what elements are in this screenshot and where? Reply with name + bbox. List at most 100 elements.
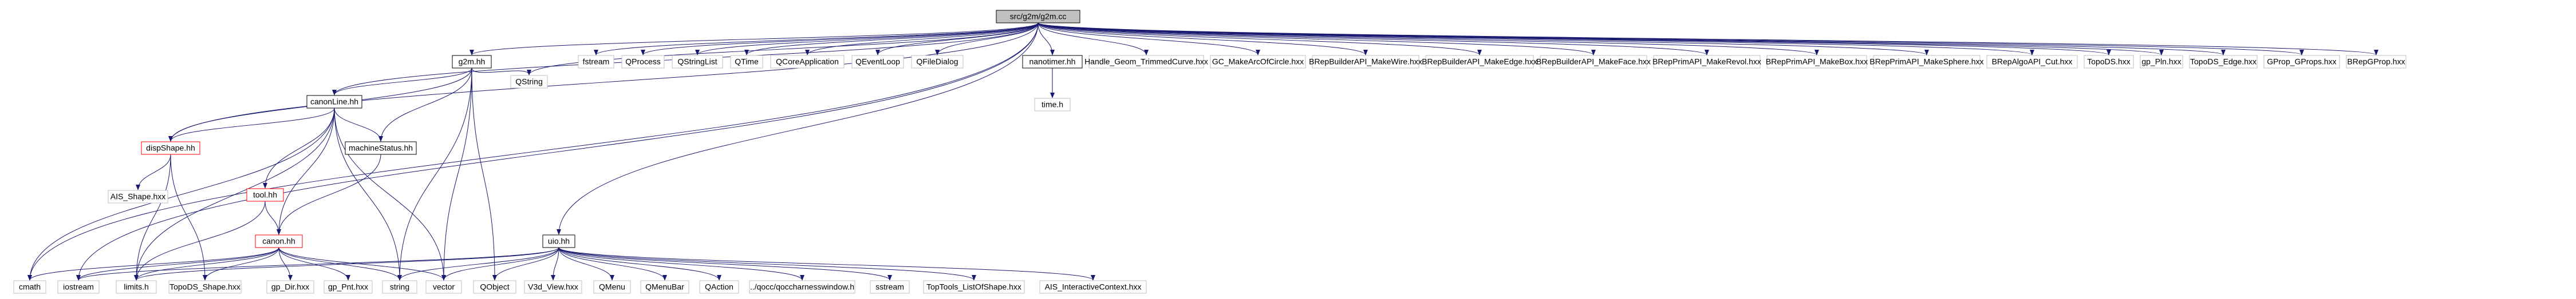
node-canon[interactable]: canon.hh (255, 234, 303, 248)
node-label: gp_Pnt.hxx (328, 282, 368, 292)
edge-root-to-QStringList (695, 22, 1039, 55)
edge-root-to-MakeBox (1037, 22, 1819, 55)
node-box (911, 55, 964, 69)
node-MakeSphere[interactable]: BRepPrimAPI_MakeSphere.hxx (1869, 55, 1984, 69)
node-gp_Dir[interactable]: gp_Dir.hxx (266, 280, 314, 294)
edge-canonLine-to-limits (134, 107, 335, 281)
node-box (749, 280, 855, 294)
node-QMenuBar[interactable]: QMenuBar (640, 280, 689, 294)
node-box (2140, 55, 2183, 69)
node-gp_Pln[interactable]: gp_Pln.hxx (2140, 55, 2183, 69)
node-box (2189, 55, 2258, 69)
node-Handle_Geom[interactable]: Handle_Geom_TrimmedCurve.hxx (1084, 55, 1208, 69)
edge-root-to-Handle_Geom (1037, 22, 1149, 55)
node-AIS_Shape[interactable]: AIS_Shape.hxx (108, 190, 168, 204)
node-label: fstream (583, 57, 610, 66)
node-label: src/g2m/g2m.cc (1010, 12, 1067, 21)
node-label: string (390, 282, 409, 292)
node-iostream[interactable]: iostream (57, 280, 100, 294)
node-cmath[interactable]: cmath (13, 280, 46, 294)
node-box (255, 234, 303, 248)
node-TopoDS[interactable]: TopoDS.hxx (2084, 55, 2134, 69)
node-label: iostream (63, 282, 94, 292)
edge-uio-to-TopTools (558, 247, 976, 281)
node-QString[interactable]: QString (510, 75, 548, 89)
node-QTime[interactable]: QTime (730, 55, 763, 69)
node-GC_Make[interactable]: GC_MakeArcOfCircle.hxx (1210, 55, 1306, 69)
node-MakeBox[interactable]: BRepPrimAPI_MakeBox.hxx (1766, 55, 1868, 69)
node-label: QMenu (599, 282, 625, 292)
node-time_h[interactable]: time.h (1034, 98, 1071, 111)
node-box (382, 280, 417, 294)
node-root[interactable]: src/g2m/g2m.cc (996, 10, 1080, 23)
node-MakeEdge[interactable]: BRepBuilderAPI_MakeEdge.hxx (1422, 55, 1537, 69)
edge-root-to-nanotimer (1037, 22, 1055, 55)
edge-canonLine-to-canon (277, 107, 335, 235)
edge-canon-to-limits (134, 247, 279, 281)
node-TopoDS_Edge[interactable]: TopoDS_Edge.hxx (2189, 55, 2258, 69)
node-QEventLoop[interactable]: QEventLoop (851, 55, 904, 69)
node-box (1766, 55, 1867, 69)
node-label: BRepBuilderAPI_MakeWire.hxx (1309, 57, 1422, 66)
node-label: BRepAlgoAPI_Cut.hxx (1992, 57, 2073, 66)
node-AIS_Interactive[interactable]: AIS_InteractiveContext.hxx (1039, 280, 1147, 294)
node-QAction[interactable]: QAction (699, 280, 739, 294)
node-label: gp_Dir.hxx (271, 282, 309, 292)
node-nanotimer[interactable]: nanotimer.hh (1022, 55, 1083, 69)
node-label: uio.hh (548, 237, 570, 246)
node-MakeFace[interactable]: BRepBuilderAPI_MakeFace.hxx (1536, 55, 1651, 69)
node-label: limits.h (124, 282, 149, 292)
node-MakeWire[interactable]: BRepBuilderAPI_MakeWire.hxx (1309, 55, 1422, 69)
node-QObject[interactable]: QObject (473, 280, 516, 294)
edge-root-to-QString (527, 22, 1039, 75)
node-sstream[interactable]: sstream (870, 280, 910, 294)
node-TopoDS_Shape[interactable]: TopoDS_Shape.hxx (168, 280, 242, 294)
edge-g2m_hh-to-machineStatus (378, 67, 472, 142)
node-qocc[interactable]: ../qocc/qoccharnesswindow.h (749, 280, 855, 294)
node-machineStatus[interactable]: machineStatus.hh (345, 141, 417, 155)
node-vector[interactable]: vector (425, 280, 462, 294)
node-QProcess[interactable]: QProcess (621, 55, 665, 69)
node-label: GC_MakeArcOfCircle.hxx (1212, 57, 1304, 66)
node-QStringList[interactable]: QStringList (672, 55, 723, 69)
node-GProp[interactable]: GProp_GProps.hxx (2263, 55, 2340, 69)
edge-root-to-uio (557, 22, 1039, 235)
node-box (1986, 55, 2078, 69)
node-MakeRevol[interactable]: BRepPrimAPI_MakeRevol.hxx (1652, 55, 1761, 69)
edge-uio-to-QAction (558, 247, 721, 281)
node-BRepGProp[interactable]: BRepGProp.hxx (2346, 55, 2407, 69)
edge-canon-to-cmath (27, 247, 279, 281)
node-g2m_hh[interactable]: g2m.hh (452, 55, 492, 69)
edge-root-to-iostream (76, 22, 1039, 281)
edge-root-to-MakeWire (1037, 22, 1368, 55)
node-dispShape[interactable]: dispShape.hh (141, 141, 200, 155)
node-canonLine[interactable]: canonLine.hh (306, 95, 362, 109)
node-box (923, 280, 1025, 294)
edge-root-to-fstream (594, 22, 1039, 55)
node-Cut[interactable]: BRepAlgoAPI_Cut.hxx (1986, 55, 2078, 69)
node-TopTools[interactable]: TopTools_ListOfShape.hxx (923, 280, 1025, 294)
node-label: TopoDS_Edge.hxx (2190, 57, 2257, 66)
node-label: BRepPrimAPI_MakeSphere.hxx (1869, 57, 1983, 66)
node-limits[interactable]: limits.h (116, 280, 157, 294)
node-box (1210, 55, 1306, 69)
edge-g2m_hh-to-vector (441, 67, 472, 281)
node-fstream[interactable]: fstream (578, 55, 614, 69)
node-V3d_View[interactable]: V3d_View.hxx (524, 280, 582, 294)
node-box (510, 75, 548, 89)
node-uio[interactable]: uio.hh (542, 234, 575, 248)
edge-root-to-MakeFace (1037, 22, 1596, 55)
node-box (473, 280, 516, 294)
node-QFileDialog[interactable]: QFileDialog (911, 55, 964, 69)
edge-uio-to-V3d_View (551, 247, 559, 281)
node-label: TopTools_ListOfShape.hxx (926, 282, 1021, 292)
node-QCoreApplication[interactable]: QCoreApplication (770, 55, 845, 69)
node-QMenu[interactable]: QMenu (593, 280, 631, 294)
node-box (1034, 98, 1071, 111)
node-gp_Pnt[interactable]: gp_Pnt.hxx (324, 280, 373, 294)
node-label: AIS_InteractiveContext.hxx (1045, 282, 1142, 292)
node-label: BRepBuilderAPI_MakeFace.hxx (1536, 57, 1651, 66)
node-string[interactable]: string (382, 280, 417, 294)
node-label: QStringList (677, 57, 717, 66)
node-tool[interactable]: tool.hh (246, 188, 284, 202)
